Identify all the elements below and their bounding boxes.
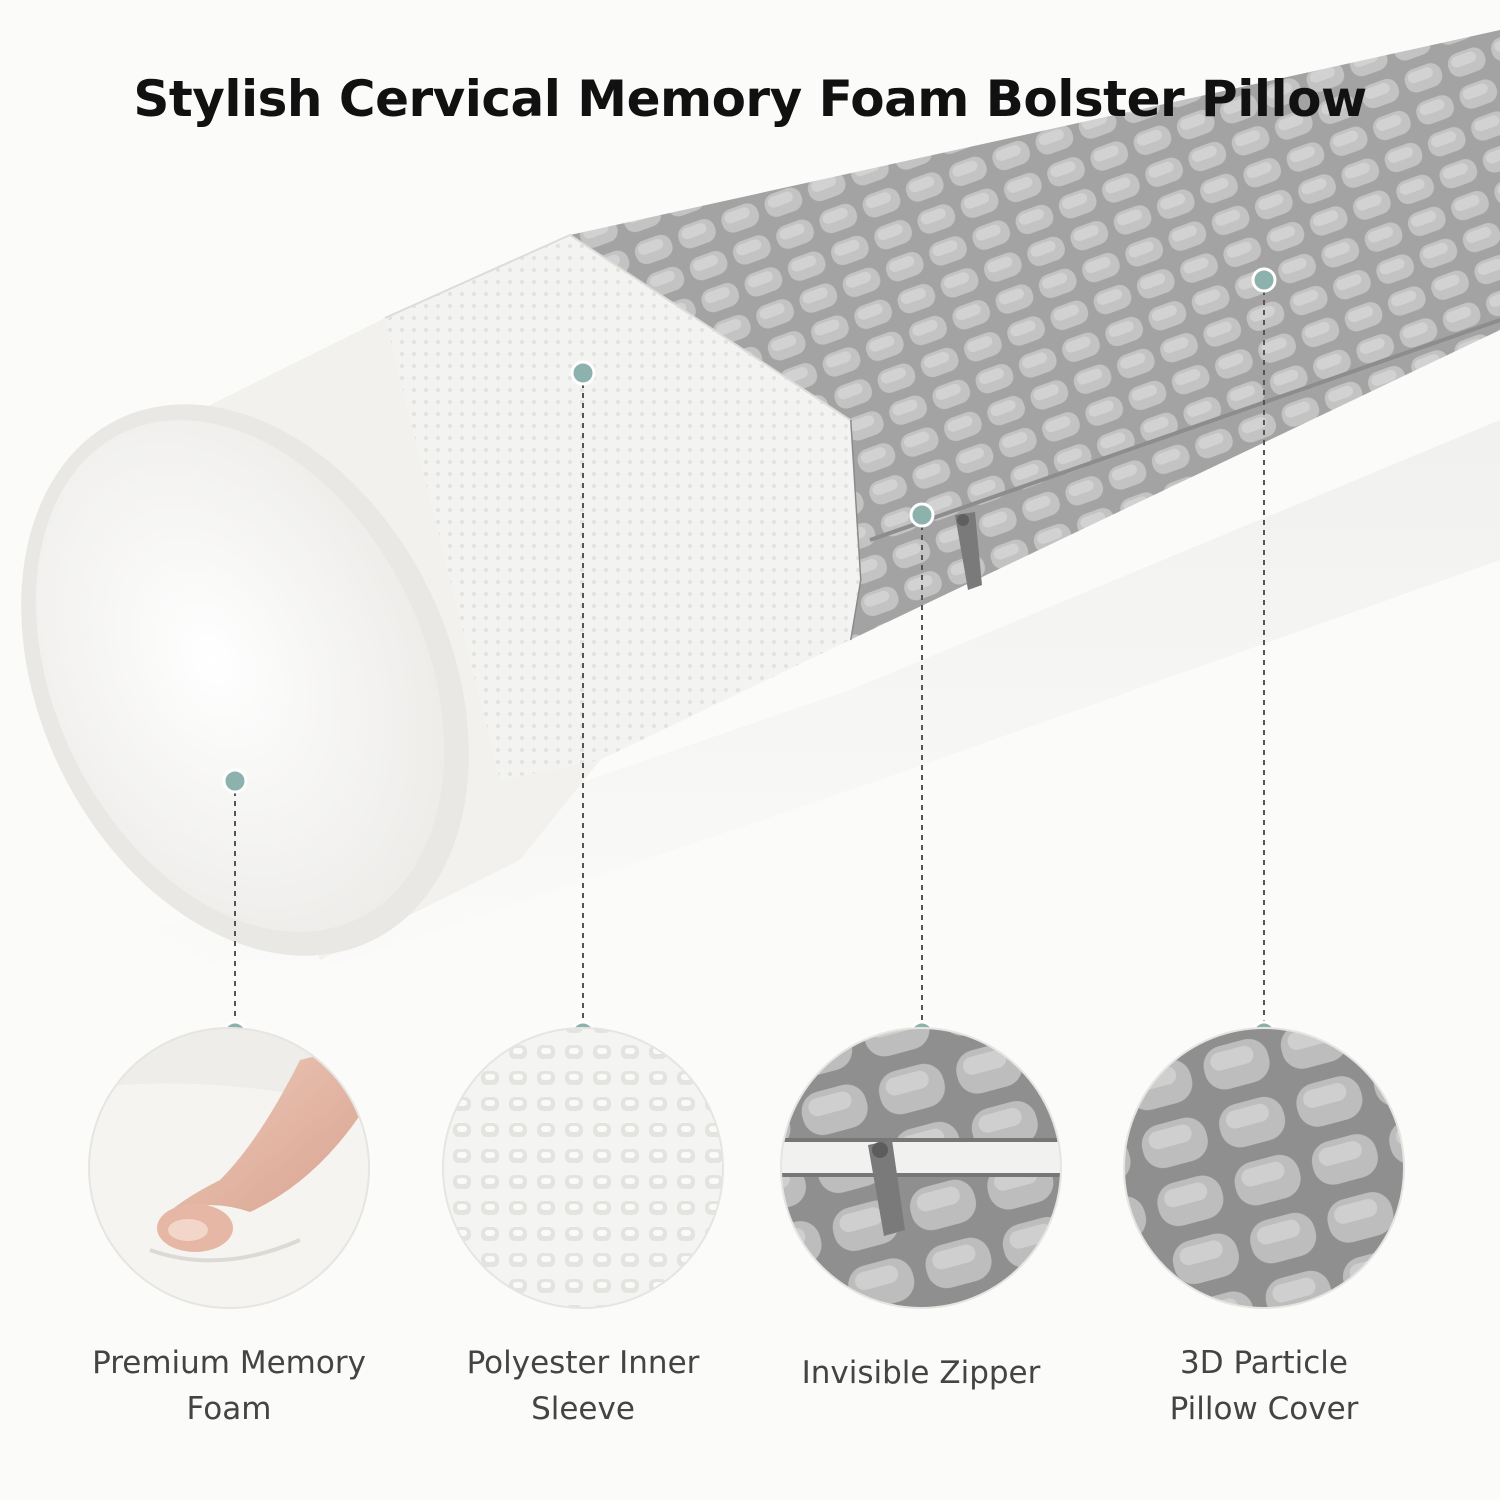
page-title: Stylish Cervical Memory Foam Bolster Pil… [133, 70, 1367, 128]
foam-end-cap [21, 404, 469, 956]
feature-label-particle-cover: 3D Particle Pillow Cover [1169, 1345, 1359, 1427]
marker-dot [222, 768, 248, 794]
marker-dot [1251, 267, 1277, 293]
marker-dot [909, 502, 935, 528]
zipper-detail [781, 1028, 1061, 1308]
zipper-pull-icon [868, 1140, 905, 1236]
inner-sleeve-detail [443, 1028, 723, 1308]
feature-label-memory-foam: Premium Memory Foam [92, 1345, 366, 1427]
feature-label-inner-sleeve: Polyester Inner Sleeve [466, 1345, 700, 1427]
memory-foam-detail [89, 1028, 369, 1308]
zipper-pull-icon [955, 512, 982, 590]
inner-sleeve [385, 235, 860, 780]
feature-label-invisible-zipper: Invisible Zipper [801, 1355, 1041, 1391]
callout-lines [234, 280, 1265, 1033]
marker-dot [570, 360, 596, 386]
cover-detail [1124, 1028, 1404, 1308]
